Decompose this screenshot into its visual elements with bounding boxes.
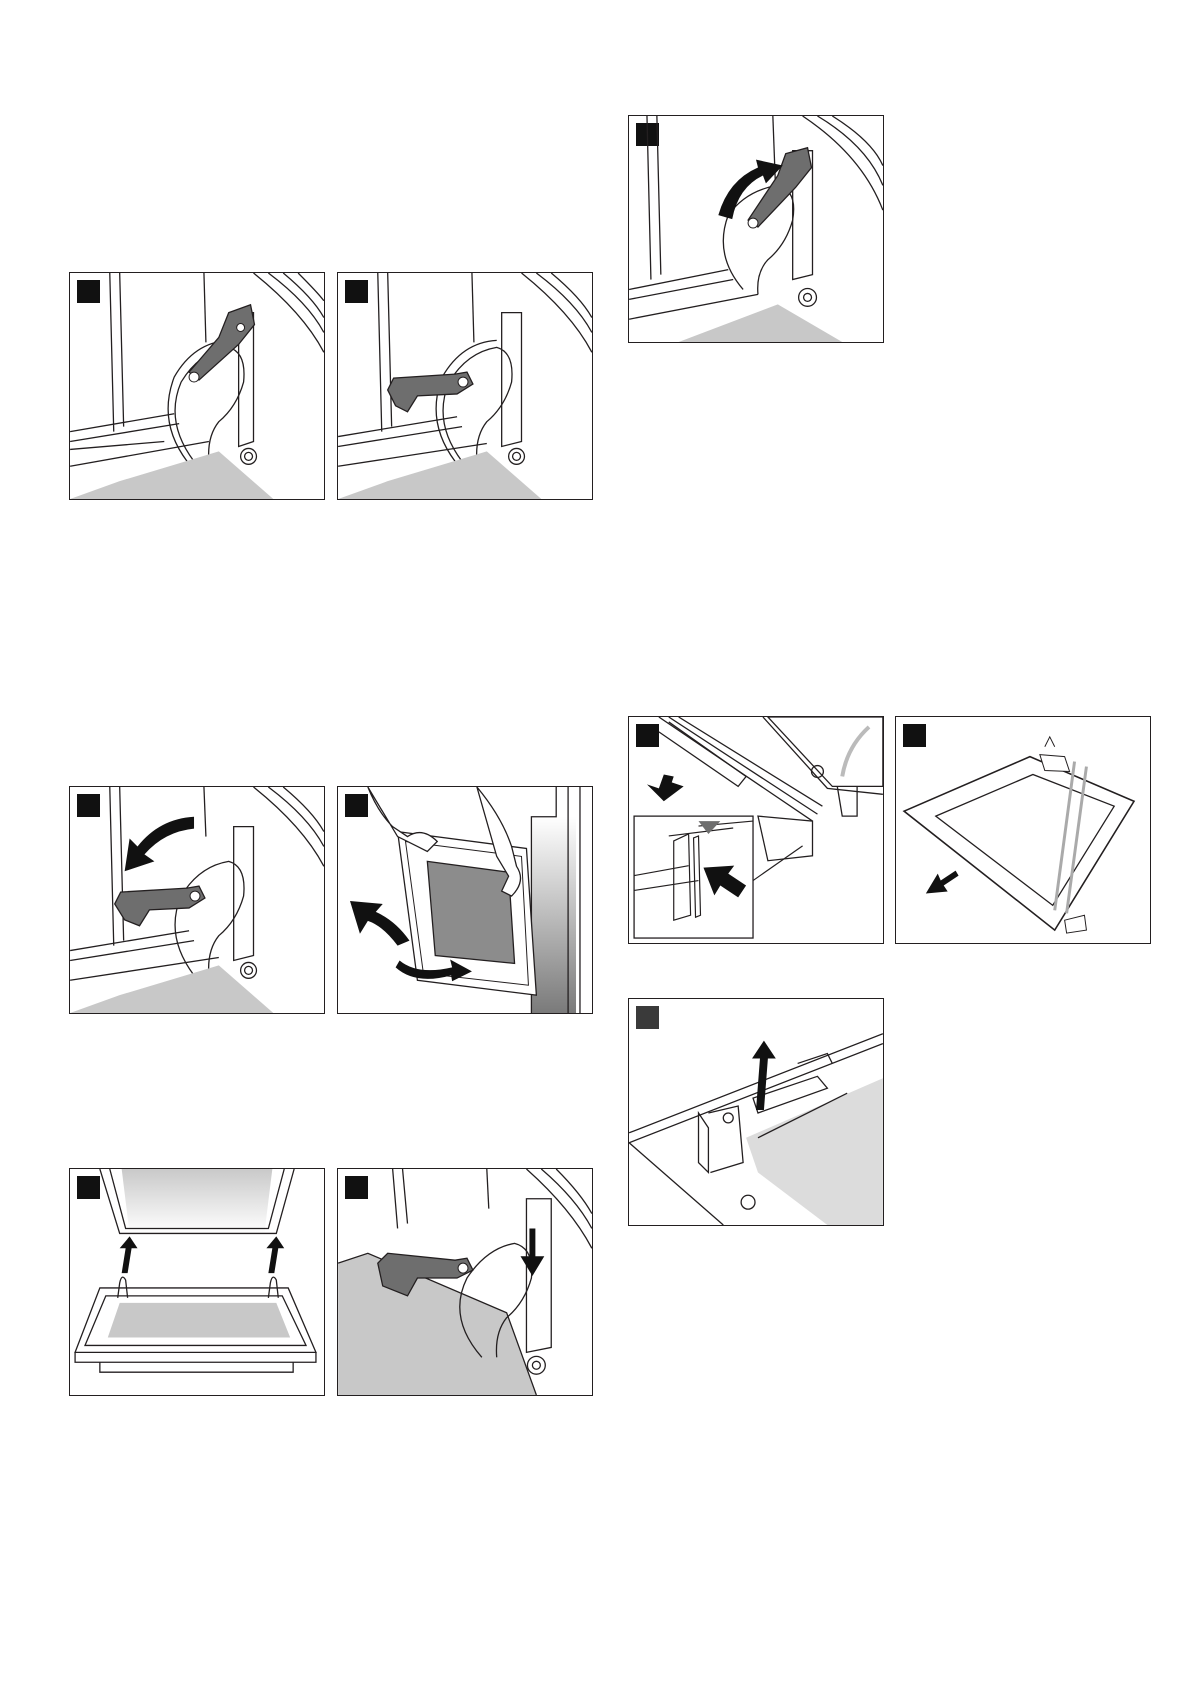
hinge-lever-raise-icon	[629, 116, 883, 342]
fig4-right-panel	[337, 1168, 593, 1396]
hinge-lever-closed-icon	[70, 273, 324, 499]
release-glass-clip-icon	[629, 717, 883, 943]
fig5-right-panel	[895, 716, 1151, 944]
fig2-panel	[628, 115, 884, 343]
pull-out-glass-pane-icon	[896, 717, 1150, 943]
fig3-right-panel	[337, 786, 593, 1014]
fig1-left-panel	[69, 272, 325, 500]
fig5-left-panel	[628, 716, 884, 944]
hinge-lever-push-down-icon	[338, 1169, 592, 1395]
fit-door-hinges-icon	[70, 1169, 324, 1395]
fig6-panel	[628, 998, 884, 1226]
fig4-left-panel	[69, 1168, 325, 1396]
fig3-left-panel	[69, 786, 325, 1014]
hinge-lever-fold-down-icon	[70, 787, 324, 1013]
remove-glass-holder-icon	[629, 999, 883, 1225]
lift-door-off-icon	[338, 787, 592, 1013]
hinge-lever-open-icon	[338, 273, 592, 499]
fig1-right-panel	[337, 272, 593, 500]
